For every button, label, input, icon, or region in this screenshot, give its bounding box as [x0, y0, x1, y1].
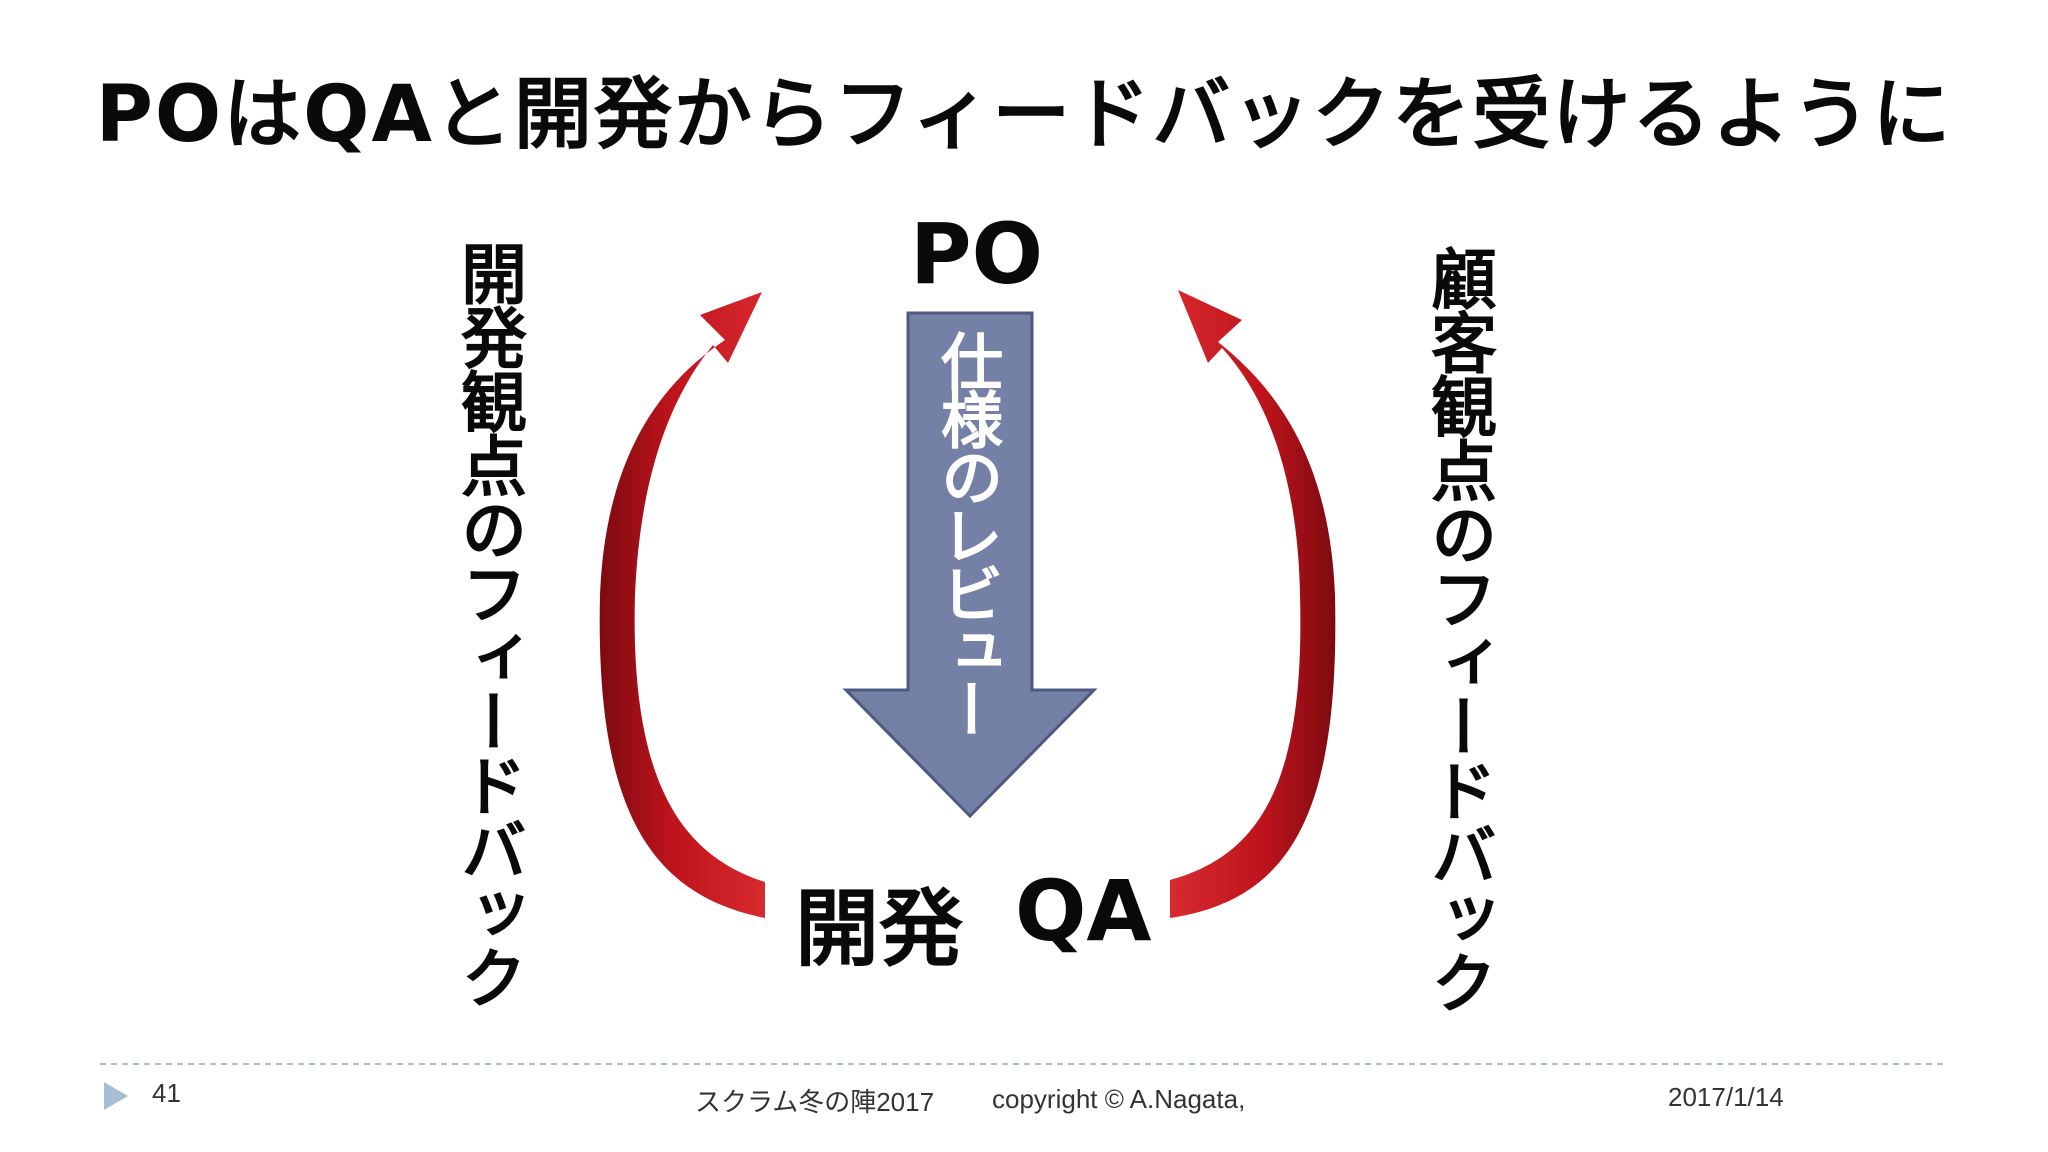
footer-copyright: copyright © A.Nagata,: [992, 1084, 1246, 1114]
left-feedback-label: 開発観点のフィードバック: [450, 240, 527, 1008]
dev-node-label: 開発: [795, 880, 964, 978]
right-feedback-label: 顧客観点のフィードバック: [1420, 245, 1497, 1013]
triangle-right-icon: [104, 1082, 128, 1110]
review-down-arrow: [842, 311, 1098, 819]
right-feedback-arrow: [1170, 290, 1336, 918]
qa-node-label: QA: [1015, 862, 1152, 960]
slide-title: POはQAと開発からフィードバックを受けるように: [95, 70, 1953, 160]
footer-event-title: スクラム冬の陣2017: [695, 1087, 935, 1117]
page-number: 41: [152, 1078, 181, 1108]
footer-date: 2017/1/14: [1668, 1082, 1784, 1112]
po-node-label: PO: [910, 205, 1043, 303]
left-feedback-arrow: [599, 292, 765, 918]
review-arrow-label: 仕様のレビュー: [930, 330, 1003, 736]
